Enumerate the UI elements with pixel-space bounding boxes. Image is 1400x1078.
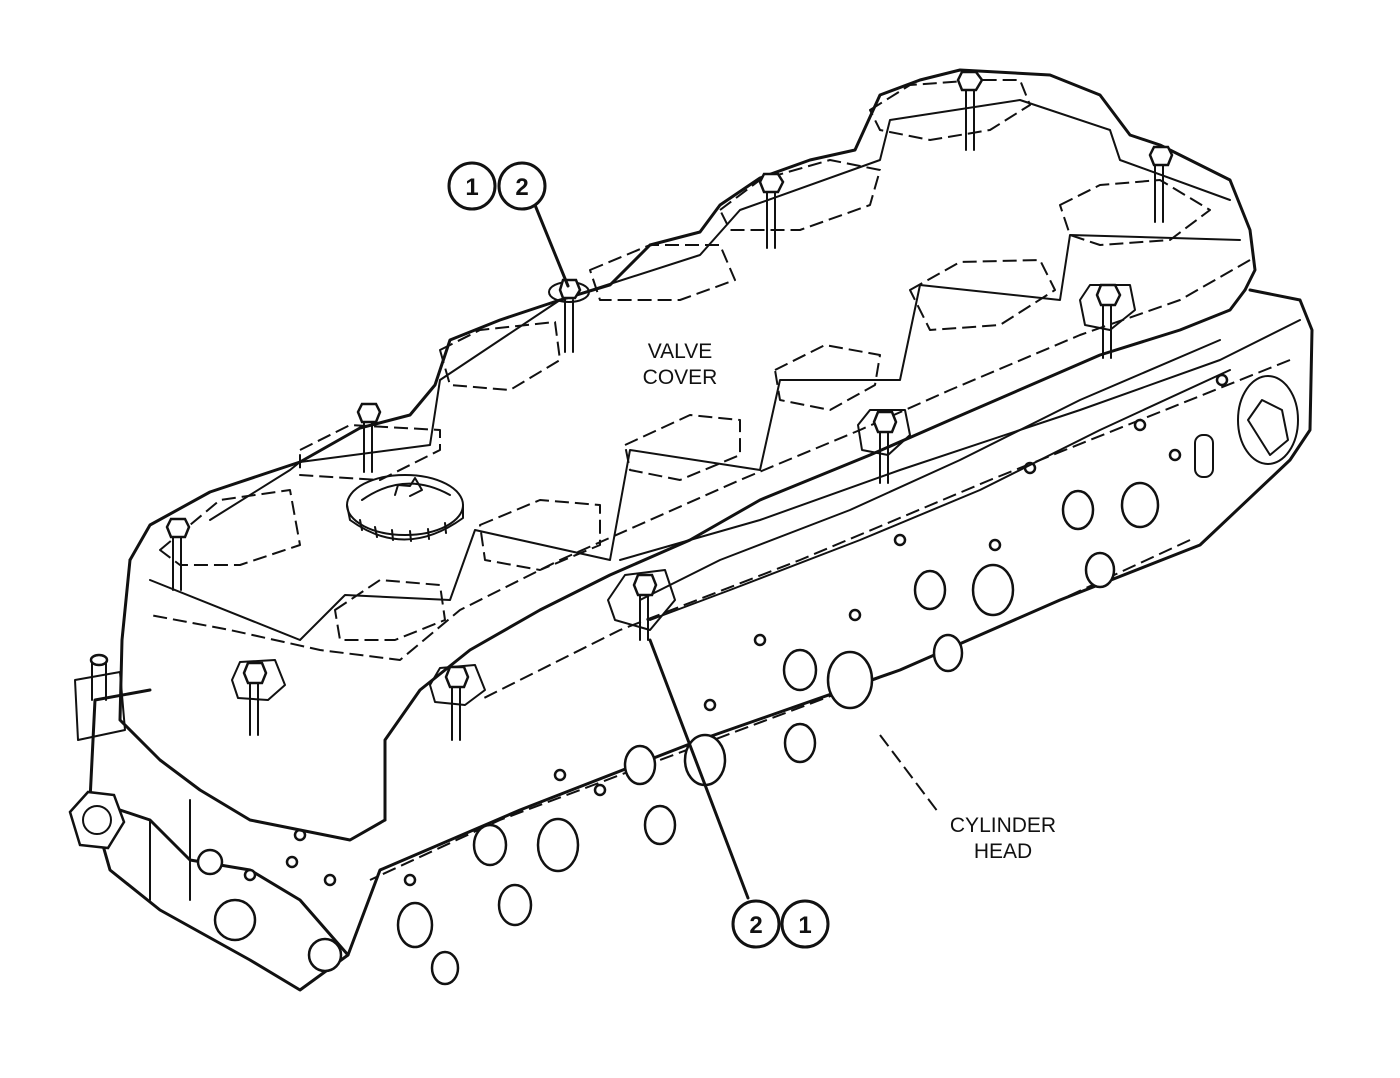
cylinder-head-label: CYLINDER HEAD <box>879 734 1056 863</box>
bolt <box>758 172 785 249</box>
cylinder-head-label-line1: CYLINDER <box>950 814 1056 837</box>
bolt <box>956 70 984 151</box>
cylinder-head-ports <box>396 481 1160 986</box>
valve-cover-label-line2: COVER <box>643 366 718 389</box>
bolt <box>231 659 286 736</box>
callout-circle <box>447 161 497 211</box>
cylinder-head-label-line2: HEAD <box>974 840 1032 863</box>
callout-number: 2 <box>749 912 762 939</box>
callout-circle <box>731 899 781 949</box>
callout-circle <box>780 899 830 949</box>
valve-cover-label: VALVE COVER <box>643 340 718 389</box>
bolt <box>429 664 486 741</box>
callout-number: 1 <box>465 174 478 201</box>
bolt <box>356 402 382 473</box>
valve-cover-label-line1: VALVE <box>648 340 713 363</box>
cylinder-head-bolt-holes <box>243 373 1229 887</box>
bolt <box>1079 283 1136 359</box>
bolt <box>857 409 911 484</box>
bolt <box>165 517 191 591</box>
callout-leader-line <box>533 203 570 288</box>
callout-number: 1 <box>798 912 811 939</box>
cylinder-head <box>68 288 1314 992</box>
callout-circle <box>497 161 547 211</box>
callout-number: 2 <box>515 174 528 201</box>
bolt <box>607 569 676 641</box>
callout-leader-line <box>648 638 750 900</box>
cylinder-head-leader-line <box>879 734 939 813</box>
valve-cover <box>118 68 1257 842</box>
callout-group-bottom: 2 1 <box>648 638 830 949</box>
valve-cover-bolts <box>165 70 1174 741</box>
bolt <box>548 278 590 353</box>
bolt <box>1148 145 1174 223</box>
oil-filler-cap <box>346 474 464 542</box>
callout-group-top: 1 2 <box>447 161 570 288</box>
